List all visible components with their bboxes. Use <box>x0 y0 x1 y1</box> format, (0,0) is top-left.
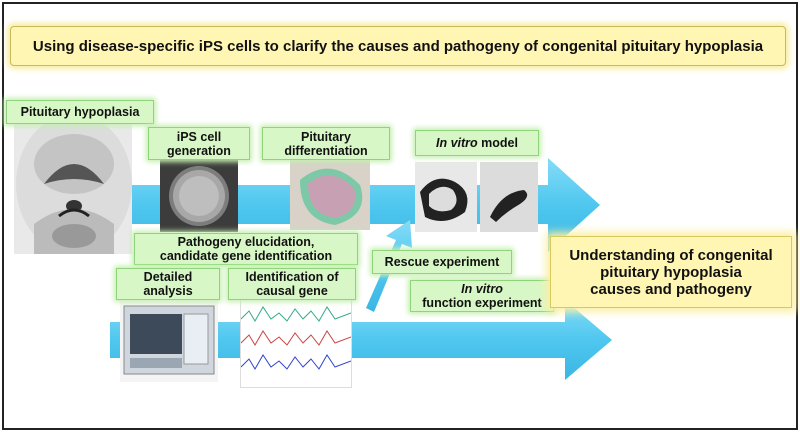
pathogeny-line1: Pathogeny elucidation, <box>177 235 315 249</box>
function-rest: function experiment <box>422 296 542 310</box>
in-vitro-model-image-right <box>480 162 538 232</box>
in-vitro-model-image-left <box>415 162 477 232</box>
pit-diff-line2: differentiation <box>284 143 368 158</box>
result-line2: pituitary hypoplasia <box>600 263 742 281</box>
detailed-line1: Detailed <box>143 270 193 284</box>
function-italic: In vitro <box>461 282 503 296</box>
label-identification-causal-gene: Identification of causal gene <box>228 268 356 300</box>
label-rescue-experiment: Rescue experiment <box>372 250 512 274</box>
label-pituitary-hypoplasia: Pituitary hypoplasia <box>6 100 154 124</box>
rescue-text: Rescue experiment <box>384 255 500 269</box>
label-in-vitro-model: In vitro model <box>415 130 539 156</box>
causal-line1: Identification of <box>245 270 339 284</box>
detailed-line2: analysis <box>143 284 193 298</box>
in-vitro-italic: In vitro <box>436 136 478 150</box>
pituitary-differentiation-image <box>290 160 370 230</box>
ips-line1: iPS cell <box>176 129 222 144</box>
label-detailed-analysis: Detailed analysis <box>116 268 220 300</box>
sequencer-machine-image <box>120 300 218 382</box>
label-pituitary-differentiation: Pituitary differentiation <box>262 127 390 160</box>
label-pathogeny-elucidation: Pathogeny elucidation, candidate gene id… <box>134 233 358 265</box>
title-banner: Using disease-specific iPS cells to clar… <box>10 26 786 66</box>
in-vitro-rest: model <box>477 136 518 150</box>
label-ips-cell-generation: iPS cell generation <box>148 127 250 160</box>
ips-line2: generation <box>167 143 231 158</box>
label-pituitary-hypoplasia-text: Pituitary hypoplasia <box>20 105 140 119</box>
result-line3: causes and pathogeny <box>590 280 752 298</box>
result-line1: Understanding of congenital <box>569 246 773 264</box>
pathogeny-line2: candidate gene identification <box>159 249 333 263</box>
label-in-vitro-function-experiment: In vitro function experiment <box>410 280 554 312</box>
pit-diff-line1: Pituitary <box>300 129 351 144</box>
mri-brain-image <box>14 124 132 254</box>
result-box: Understanding of congenital pituitary hy… <box>550 236 792 308</box>
lower-arrow <box>110 300 612 380</box>
ips-colony-image <box>160 160 238 232</box>
causal-line2: causal gene <box>256 284 328 298</box>
sequence-chromatogram-image <box>240 298 352 388</box>
